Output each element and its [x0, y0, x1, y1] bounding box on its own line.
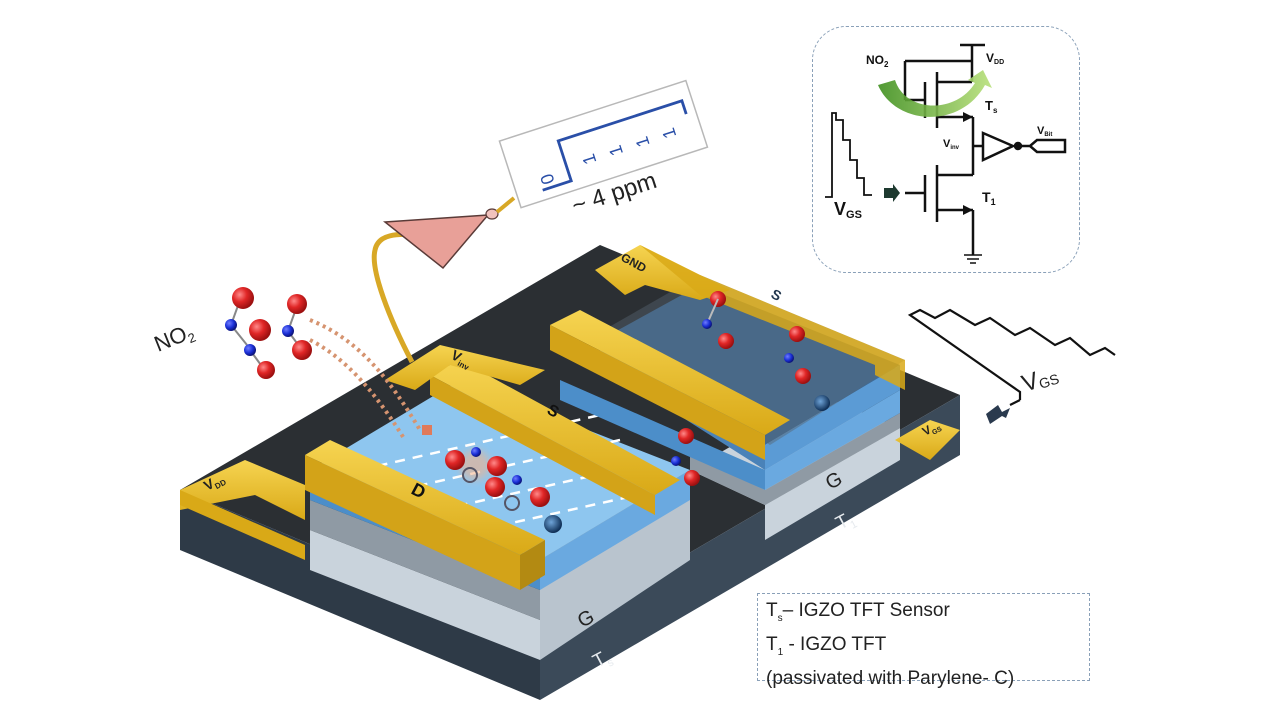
- drain-electrode-top: [305, 440, 545, 555]
- source-electrode-top: [430, 360, 680, 495]
- ts-source-arrow-icon: [963, 112, 973, 122]
- legend-symbol: T: [766, 600, 778, 621]
- legend-symbol-sub: 1: [777, 646, 784, 658]
- circuit-diagram: [825, 43, 1067, 264]
- legend: Ts– IGZO TFT Sensor T1 - IGZO TFT (passi…: [757, 593, 1090, 689]
- gas-molecules: [225, 287, 432, 442]
- no2-molecule: [244, 344, 275, 379]
- inverter-bubble: [485, 208, 499, 220]
- circuit-vbit-label: VBit: [1037, 125, 1052, 138]
- vgs-pad: [895, 420, 960, 460]
- t1-source-label: S: [769, 286, 785, 305]
- no2-reaction-arrow-icon: [878, 70, 992, 117]
- vgs-waveform: [907, 308, 1116, 424]
- circuit-inverter-symbol: [981, 131, 1017, 162]
- inverter-output-wire: [495, 196, 516, 214]
- readout-waveform: [542, 99, 688, 192]
- t1-gate-front: [765, 428, 900, 540]
- drain-electrode-front: [305, 455, 520, 590]
- circuit-vdd-label: VDD: [986, 51, 1004, 66]
- adsorption-marker: [422, 425, 432, 435]
- t1-channel-right: [765, 390, 900, 490]
- vgs-waveform-label: VGS: [1019, 361, 1062, 398]
- t1-electrode-front: [550, 325, 765, 460]
- ts-gate-layer: [310, 530, 540, 660]
- t1-electrode-front-top: [550, 310, 790, 435]
- vdd-pad-side: [180, 490, 305, 560]
- legend-symbol: T: [766, 633, 778, 655]
- adsorbed-molecules: [445, 447, 562, 533]
- circuit-no2-label: NO2: [866, 53, 889, 69]
- t1-electrode-back: [640, 245, 905, 390]
- legend-line-t1: T1 - IGZO TFT: [766, 632, 1081, 666]
- t1-dielectric: [690, 413, 900, 505]
- vdd-pad: [180, 460, 305, 520]
- circuit-vinv-label: Vinv: [943, 138, 960, 151]
- legend-symbol-sub: s: [777, 612, 783, 624]
- t1-channel-front: [560, 380, 765, 490]
- readout-frame: [498, 79, 709, 209]
- electrodes: [180, 245, 960, 590]
- circuit-t1-label: T1: [982, 189, 996, 207]
- t1-source-arrow-icon: [963, 205, 973, 215]
- t1-blocked-molecules: [671, 291, 830, 486]
- circuit-inset-frame: [812, 26, 1080, 273]
- no2-molecule: [282, 294, 312, 360]
- gas-label: NO2: [151, 318, 198, 358]
- vgs-staircase: [907, 308, 1116, 400]
- legend-line-ts: Ts– IGZO TFT Sensor: [766, 598, 1081, 632]
- ts-dielectric-layer: [310, 500, 540, 620]
- readout-panel: 0 1 1 1 1: [498, 79, 709, 209]
- vinv-pad: [385, 345, 545, 390]
- no2-molecule: [225, 287, 271, 346]
- circuit-vgs-arrow-icon: [884, 184, 900, 202]
- circuit-vgs-label: VGS: [834, 199, 862, 221]
- vinv-wire: [371, 231, 426, 364]
- drain-electrode-end: [520, 540, 545, 590]
- legend-text: - IGZO TFT: [783, 633, 887, 655]
- legend-line-note: (passivated with Parylene- C): [766, 666, 1081, 692]
- inverter-symbol: [383, 214, 490, 270]
- t1-right-face: [765, 365, 900, 470]
- vgs-input-arrow-icon: [986, 405, 1010, 424]
- circuit-vgs-staircase: [825, 112, 872, 198]
- circuit-ts-label: Ts: [985, 98, 998, 115]
- vgs-lead: [1009, 399, 1021, 406]
- legend-text: (passivated with Parylene- C): [766, 667, 1015, 689]
- legend-text: – IGZO TFT Sensor: [782, 600, 950, 621]
- vbit-output: [1021, 138, 1067, 154]
- diffusion-trail: [309, 338, 407, 442]
- source-electrode-front: [430, 375, 655, 515]
